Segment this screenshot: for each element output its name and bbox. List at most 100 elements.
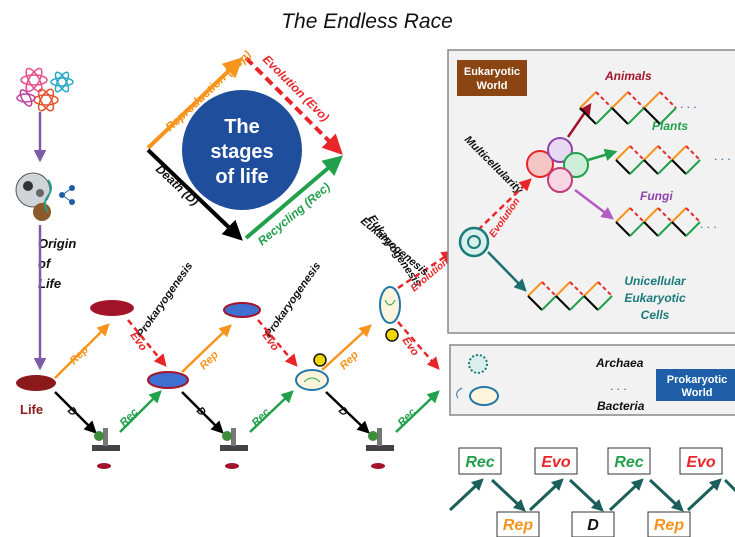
mini-d-arrow bbox=[643, 221, 659, 237]
mini-rec-arrow bbox=[541, 295, 557, 311]
legend: Rec Evo Rec Evo Rep D Rep bbox=[448, 447, 735, 537]
mini-d-arrow bbox=[527, 295, 543, 311]
fungi-ellipsis: . . . bbox=[700, 217, 717, 231]
prokaryotic-title-line1: Prokaryotic bbox=[667, 374, 728, 386]
stages-center-line1: The bbox=[224, 116, 260, 138]
mini-d-arrow bbox=[615, 159, 631, 175]
unicellular-label-line2: Eukaryotic bbox=[624, 291, 686, 305]
legend-box-evo-2: Evo bbox=[686, 454, 716, 471]
mini-rep-arrow bbox=[671, 207, 687, 223]
mini-rep-arrow bbox=[579, 91, 597, 109]
mini-d-arrow bbox=[643, 107, 661, 125]
mini-rec-arrow bbox=[597, 295, 613, 311]
bacteria-label: Bacteria bbox=[597, 399, 645, 413]
mini-d-arrow bbox=[643, 159, 659, 175]
stages-diamond: The stages of life Reproduction (Rep) Ev… bbox=[146, 48, 344, 248]
mini-evo-arrow bbox=[627, 91, 645, 109]
mini-evo-arrow bbox=[629, 207, 645, 223]
legend-box-d: D bbox=[587, 517, 599, 534]
legend-box-rep-2: Rep bbox=[654, 517, 684, 534]
mini-evo-arrow bbox=[541, 281, 557, 297]
unicellular-label-line3: Cells bbox=[641, 308, 670, 322]
bacteria-cell bbox=[456, 386, 499, 406]
mini-evo-arrow bbox=[597, 281, 613, 297]
mini-d-arrow bbox=[671, 221, 687, 237]
microscope-icon bbox=[220, 428, 248, 469]
cell-bacterium-1 bbox=[295, 369, 329, 391]
eukaryotic-world: Eukaryotic World Multicellularity Evolut… bbox=[447, 49, 735, 334]
microscope-icon bbox=[366, 428, 394, 469]
prokaryotic-title-box bbox=[656, 369, 735, 401]
mini-rep-arrow bbox=[643, 207, 659, 223]
archaea-label: Archaea bbox=[595, 356, 644, 370]
legend-box-rec-1: Rec bbox=[465, 454, 494, 471]
stages-center-line3: of life bbox=[215, 166, 268, 188]
stages-center-line2: stages bbox=[210, 141, 273, 163]
mini-rec-arrow bbox=[685, 221, 701, 237]
mini-evo-arrow bbox=[685, 145, 701, 161]
virus-icon bbox=[313, 353, 327, 367]
virus-icon bbox=[385, 328, 399, 342]
mini-d-arrow bbox=[583, 295, 599, 311]
plants-ellipsis: . . . bbox=[714, 149, 731, 163]
mini-rec-arrow bbox=[627, 107, 645, 125]
evo-label-2: Evo bbox=[260, 330, 282, 354]
mini-rec-arrow bbox=[629, 159, 645, 175]
rec-label-3: Rec bbox=[396, 406, 419, 429]
mini-evo-arrow bbox=[569, 281, 585, 297]
mini-evo-arrow bbox=[657, 207, 673, 223]
prokaryotic-ellipsis: . . . bbox=[610, 379, 627, 393]
mini-rep-arrow bbox=[643, 145, 659, 161]
prokaryogenesis-label-1: Prokaryogenesis bbox=[135, 260, 196, 340]
mini-rep-arrow bbox=[615, 145, 631, 161]
archaea-cell bbox=[468, 354, 488, 374]
mini-rep-arrow bbox=[615, 207, 631, 223]
mini-rep-arrow bbox=[611, 91, 629, 109]
animals-label: Animals bbox=[604, 69, 652, 83]
cell-prokaryote-1 bbox=[147, 371, 189, 389]
cell-proto-1 bbox=[90, 300, 134, 316]
animals-ellipsis: . . . bbox=[680, 97, 697, 111]
mini-evo-arrow bbox=[659, 91, 677, 109]
stages-center-circle bbox=[182, 90, 302, 210]
unicellular-label-line1: Unicellular bbox=[624, 274, 687, 288]
molecules-icon bbox=[15, 172, 75, 221]
origin-line2: of bbox=[38, 256, 52, 271]
rec-label-2: Rec bbox=[250, 406, 273, 429]
mini-rep-arrow bbox=[527, 281, 543, 297]
mini-rec-arrow bbox=[685, 159, 701, 175]
fungi-label: Fungi bbox=[640, 189, 673, 203]
eukaryotic-title-line2: World bbox=[477, 80, 508, 92]
main-chain: Rep Prokaryogenesis Evo D Rec Rep Prokar… bbox=[54, 213, 455, 469]
origin-column: Origin of Life Life bbox=[15, 67, 76, 417]
mini-rec-arrow bbox=[659, 107, 677, 125]
legend-box-rec-2: Rec bbox=[614, 454, 643, 471]
mini-d-arrow bbox=[671, 159, 687, 175]
diagram-title: The Endless Race bbox=[281, 10, 453, 33]
life-cell bbox=[16, 375, 56, 391]
mini-rec-arrow bbox=[657, 221, 673, 237]
mini-evo-arrow bbox=[685, 207, 701, 223]
rec-label-1: Rec bbox=[118, 406, 141, 429]
mini-d-arrow bbox=[579, 107, 597, 125]
origin-line1: Origin bbox=[38, 236, 76, 251]
microscope-icon bbox=[92, 428, 120, 469]
legend-box-rep-1: Rep bbox=[503, 517, 533, 534]
prokaryotic-title-line2: World bbox=[682, 387, 713, 399]
life-label: Life bbox=[20, 402, 43, 417]
cell-bacterium-2 bbox=[379, 286, 401, 324]
d-label-1: D bbox=[65, 405, 79, 419]
mini-evo-arrow bbox=[629, 145, 645, 161]
d-label-3: D bbox=[336, 405, 350, 419]
multicellular-cluster bbox=[526, 137, 589, 193]
cell-prokaryote-2 bbox=[223, 302, 261, 318]
mini-rep-arrow bbox=[671, 145, 687, 161]
eukaryogenesis-label-2: Eukaryogenesis bbox=[358, 215, 430, 278]
prokaryotic-world: Archaea Bacteria . . . Prokaryotic World bbox=[449, 344, 735, 416]
mini-evo-arrow bbox=[595, 91, 613, 109]
mini-rep-arrow bbox=[583, 281, 599, 297]
mini-evo-arrow bbox=[657, 145, 673, 161]
evo-label-3: Evo bbox=[400, 335, 422, 359]
origin-line3: Life bbox=[38, 276, 61, 291]
